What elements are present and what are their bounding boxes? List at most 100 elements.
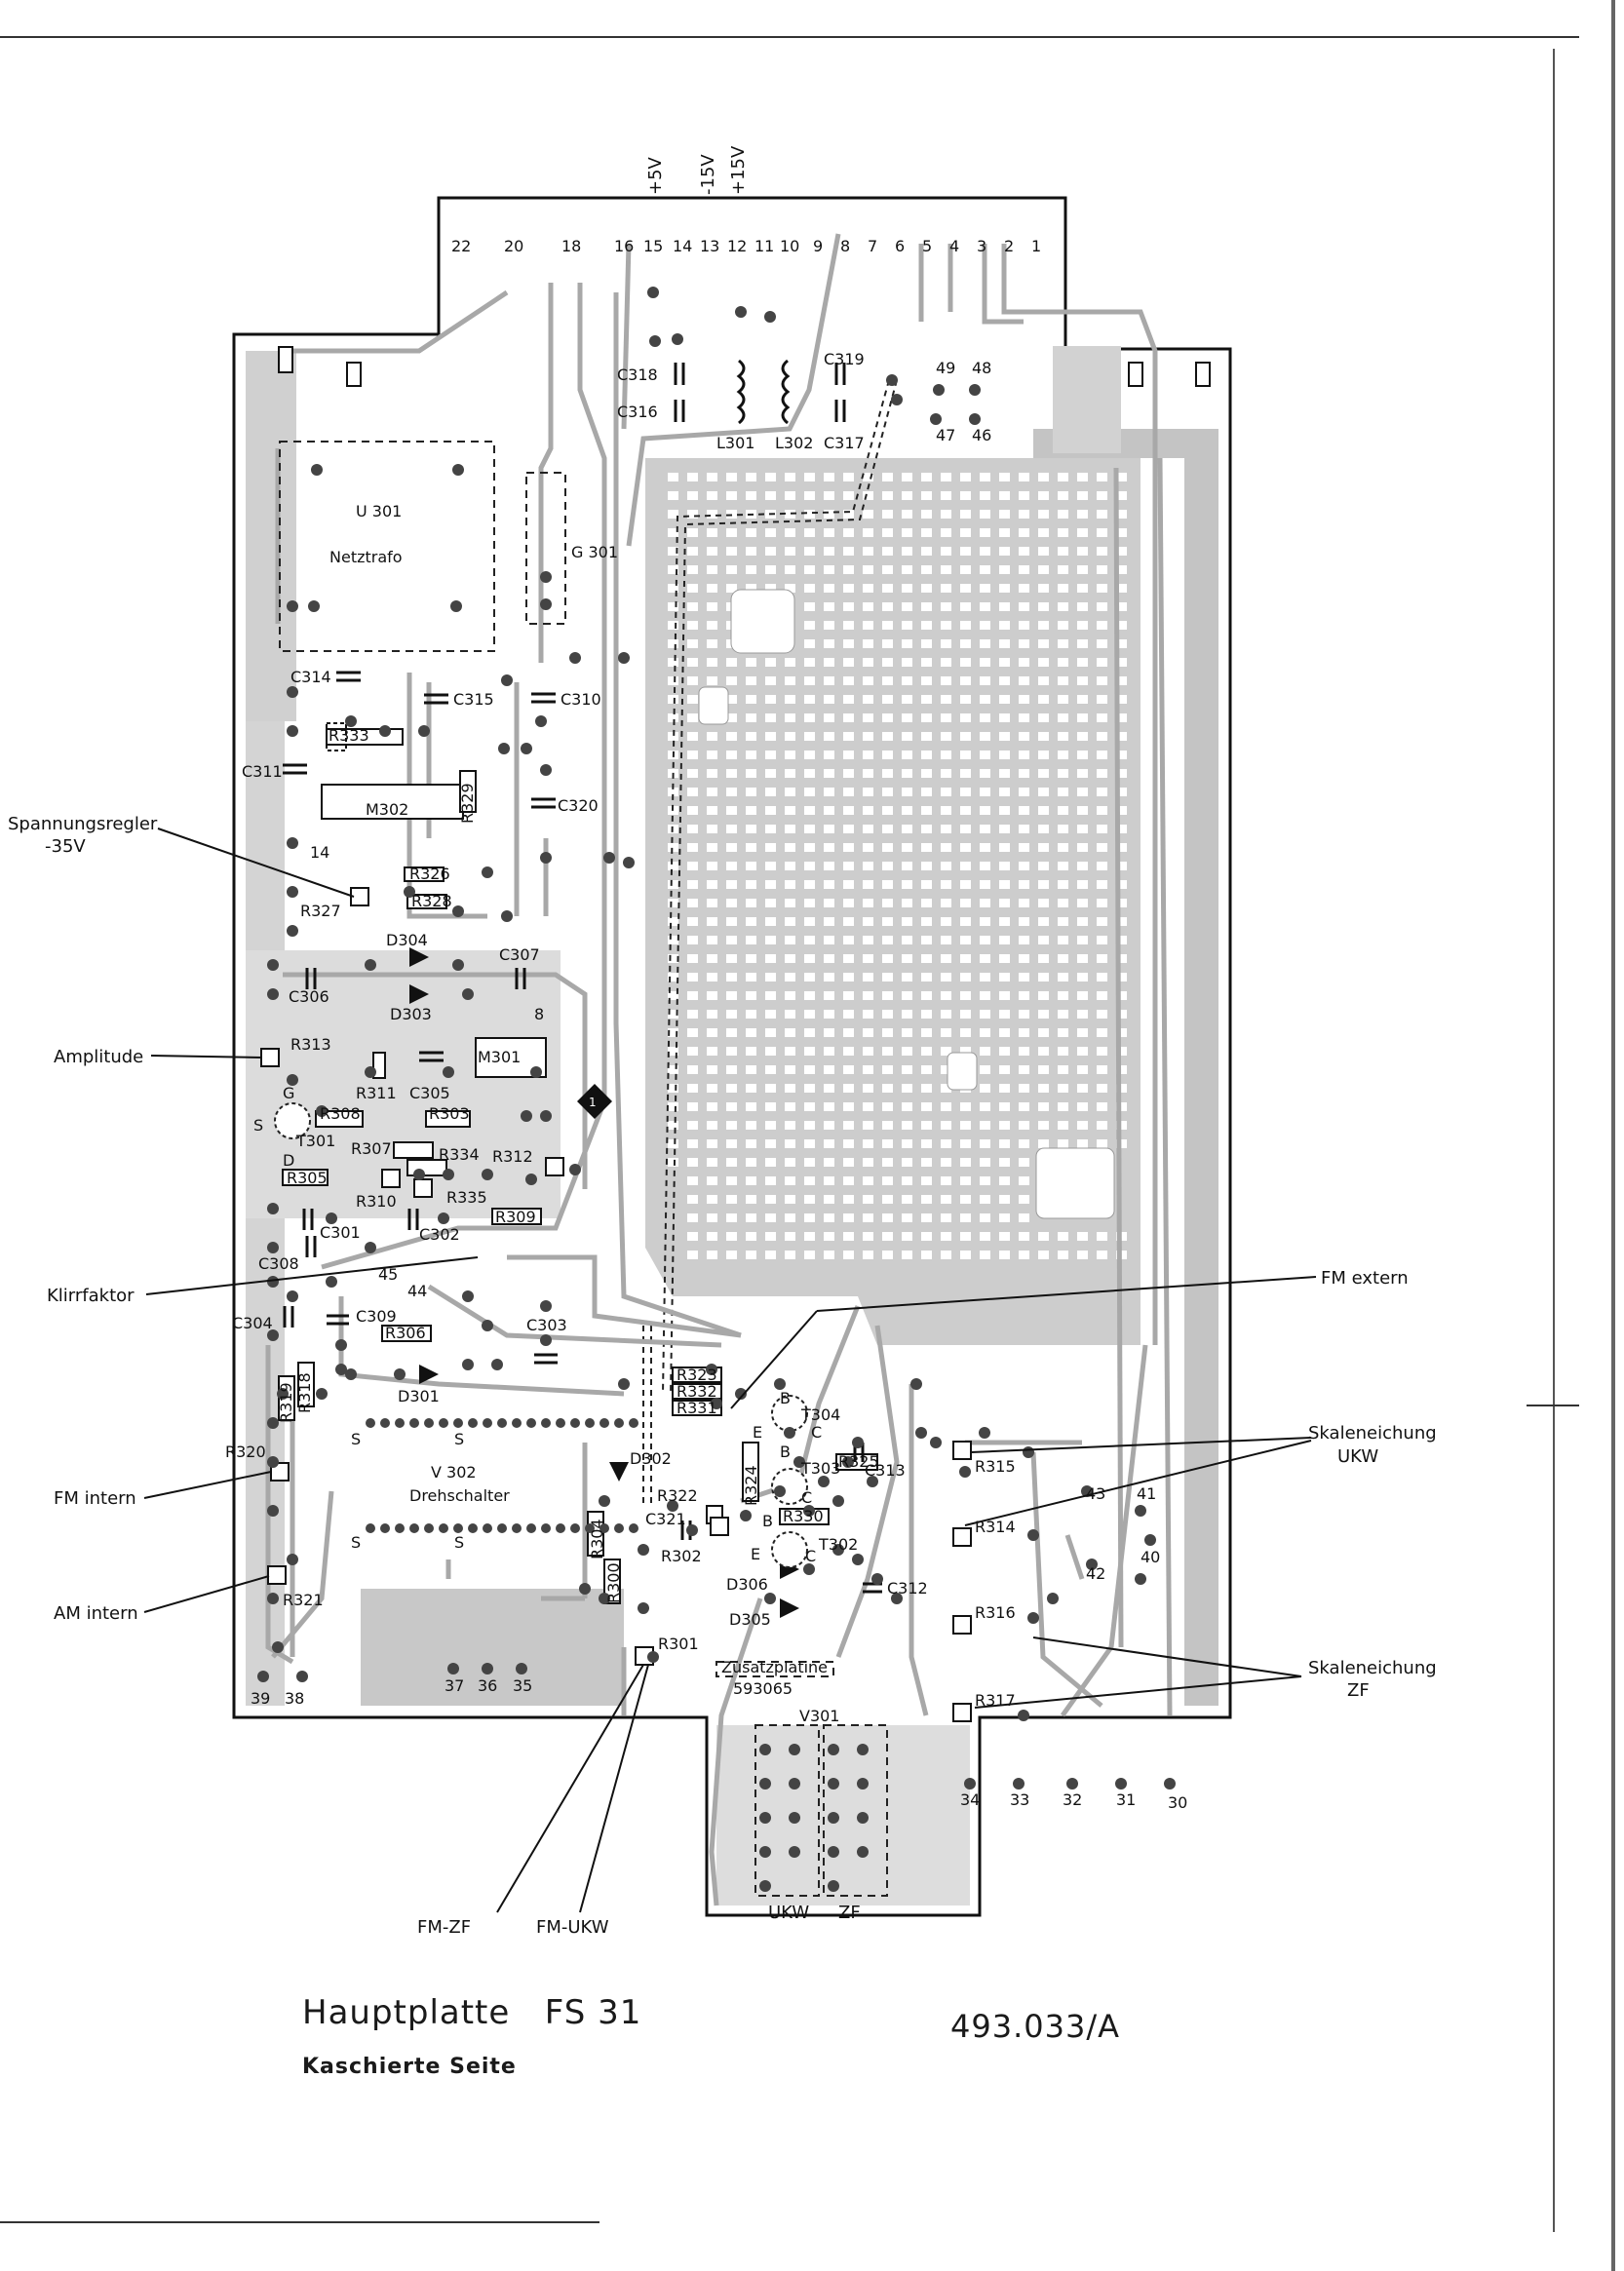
solder-pad	[540, 571, 552, 583]
grid-pad	[1019, 528, 1029, 537]
label-r319: R319	[277, 1382, 295, 1423]
grid-pad	[785, 695, 795, 704]
grid-pad	[765, 973, 776, 982]
grid-pad	[921, 732, 932, 741]
grid-pad	[1038, 843, 1049, 852]
grid-pad	[843, 676, 854, 685]
grid-pad	[785, 862, 795, 870]
grid-pad	[804, 510, 815, 519]
solder-pad	[482, 1663, 493, 1674]
grid-pad	[843, 565, 854, 574]
solder-pad	[774, 1485, 786, 1497]
solder-pad	[789, 1778, 800, 1790]
grid-pad	[1097, 843, 1107, 852]
grid-pad	[1058, 880, 1068, 889]
grid-pad	[921, 806, 932, 815]
grid-pad	[1097, 769, 1107, 778]
switch-pin	[380, 1523, 390, 1533]
grid-pad	[668, 1102, 678, 1111]
grid-pad	[804, 1251, 815, 1259]
grid-pad	[824, 1121, 834, 1130]
grid-pad	[1077, 825, 1088, 833]
grid-pad	[1077, 899, 1088, 907]
grid-pad	[726, 806, 737, 815]
grid-pad	[785, 584, 795, 593]
grid-pad	[726, 695, 737, 704]
label-pin43: 43	[1086, 1484, 1105, 1503]
grid-pad	[921, 1028, 932, 1037]
grid-pad	[921, 1010, 932, 1019]
grid-pad	[941, 695, 951, 704]
label-e2: E	[751, 1545, 760, 1563]
grid-pad	[921, 602, 932, 611]
grid-pad	[785, 1084, 795, 1093]
label-c320: C320	[558, 796, 599, 815]
grid-pad	[921, 862, 932, 870]
grid-pad	[863, 1251, 873, 1259]
edge-pin: 9	[813, 237, 823, 255]
grid-pad	[804, 602, 815, 611]
grid-pad	[1019, 917, 1029, 926]
label-s2: S	[454, 1430, 464, 1448]
grid-pad	[843, 1065, 854, 1074]
grid-pad	[999, 528, 1010, 537]
callout-zf: ZF	[838, 1903, 861, 1923]
grid-pad	[960, 473, 971, 481]
switch-pin	[526, 1523, 536, 1533]
grid-pad	[1116, 954, 1127, 963]
grid-pad	[824, 1139, 834, 1148]
solder-pad	[569, 652, 581, 664]
grid-pad	[1116, 695, 1127, 704]
grid-pad	[921, 473, 932, 481]
grid-pad	[921, 917, 932, 926]
grid-pad	[785, 936, 795, 944]
edge-pin: 18	[561, 237, 581, 255]
grid-pad	[843, 695, 854, 704]
grid-pad	[1019, 695, 1029, 704]
solder-pad	[535, 715, 547, 727]
grid-pad	[1058, 991, 1068, 1000]
grid-pad	[843, 528, 854, 537]
grid-pad	[726, 1139, 737, 1148]
label-d305: D305	[729, 1610, 771, 1629]
grid-pad	[1116, 825, 1127, 833]
grid-pad	[668, 621, 678, 630]
grid-pad	[1058, 658, 1068, 667]
grid-pad	[1097, 806, 1107, 815]
grid-pad	[804, 991, 815, 1000]
grid-pad	[960, 917, 971, 926]
solder-pad	[828, 1880, 839, 1892]
grid-pad	[765, 917, 776, 926]
label-c311: C311	[242, 762, 283, 781]
grid-pad	[1116, 862, 1127, 870]
grid-pad	[726, 1102, 737, 1111]
switch-pin	[409, 1418, 419, 1428]
grid-pad	[1038, 565, 1049, 574]
grid-pad	[687, 862, 698, 870]
grid-pad	[863, 769, 873, 778]
grid-pad	[726, 1213, 737, 1222]
grid-pad	[746, 1232, 756, 1241]
leader-lines	[143, 828, 1317, 1913]
grid-pad	[999, 1158, 1010, 1167]
label-r318: R318	[295, 1372, 314, 1413]
grid-pad	[746, 565, 756, 574]
grid-pad	[765, 1176, 776, 1185]
grid-pad	[999, 510, 1010, 519]
grid-pad	[1019, 806, 1029, 815]
grid-pad	[960, 1195, 971, 1204]
grid-pad	[687, 917, 698, 926]
grid-pad	[707, 936, 717, 944]
grid-pad	[1019, 1139, 1029, 1148]
grid-pad	[843, 1121, 854, 1130]
grid-pad	[1038, 621, 1049, 630]
grid-pad	[921, 973, 932, 982]
grid-pad	[999, 917, 1010, 926]
grid-pad	[785, 732, 795, 741]
solder-pad	[828, 1846, 839, 1858]
grid-pad	[687, 639, 698, 648]
label-r307: R307	[351, 1139, 392, 1158]
solder-pad	[649, 335, 661, 347]
label-pin48: 48	[972, 359, 991, 377]
solder-pad	[1115, 1778, 1127, 1790]
